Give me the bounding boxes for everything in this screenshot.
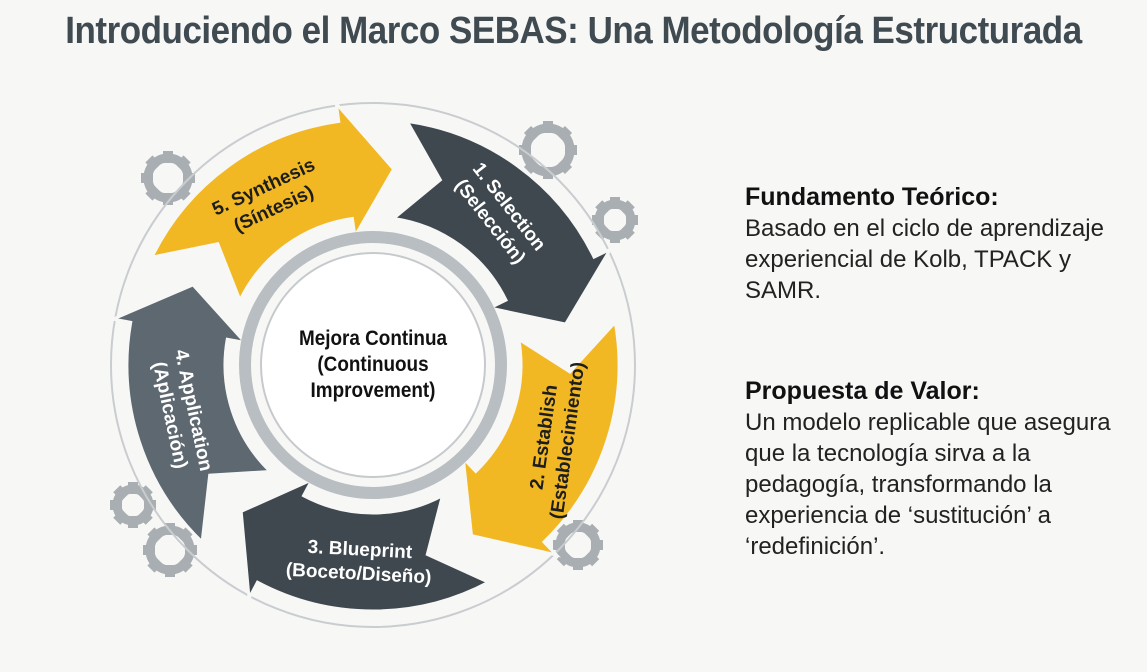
fundamento-heading: Fundamento Teórico: xyxy=(745,183,999,211)
inner-cycle-ring xyxy=(239,231,507,499)
step-arrow-3 xyxy=(461,319,621,558)
step-arrow-1 xyxy=(149,98,396,304)
step-arrow-5 xyxy=(107,283,274,546)
center-label-line1: Mejora Continua xyxy=(299,327,448,350)
center-circle xyxy=(260,252,486,478)
center-label-line2: (Continuous xyxy=(317,353,428,376)
center-label-line3: Improvement) xyxy=(311,379,436,402)
gear-icon xyxy=(110,482,156,528)
propuesta-text: Un modelo replicable que asegura que la … xyxy=(745,409,1111,560)
fundamento-section: Fundamento Teórico: Basado en el ciclo d… xyxy=(745,182,1125,306)
step-arrow-4 xyxy=(239,476,492,613)
propuesta-heading: Propuesta de Valor: xyxy=(745,377,980,405)
gear-icon xyxy=(519,121,577,179)
propuesta-section: Propuesta de Valor: Un modelo replicable… xyxy=(745,376,1125,562)
step-arrow-2 xyxy=(390,119,615,326)
gear-icon xyxy=(141,151,195,205)
gear-icon xyxy=(592,197,638,243)
page-title: Introduciendo el Marco SEBAS: Una Metodo… xyxy=(65,10,1082,52)
outer-cycle-ring xyxy=(110,102,636,628)
fundamento-text: Basado en el ciclo de aprendizaje experi… xyxy=(745,215,1104,304)
